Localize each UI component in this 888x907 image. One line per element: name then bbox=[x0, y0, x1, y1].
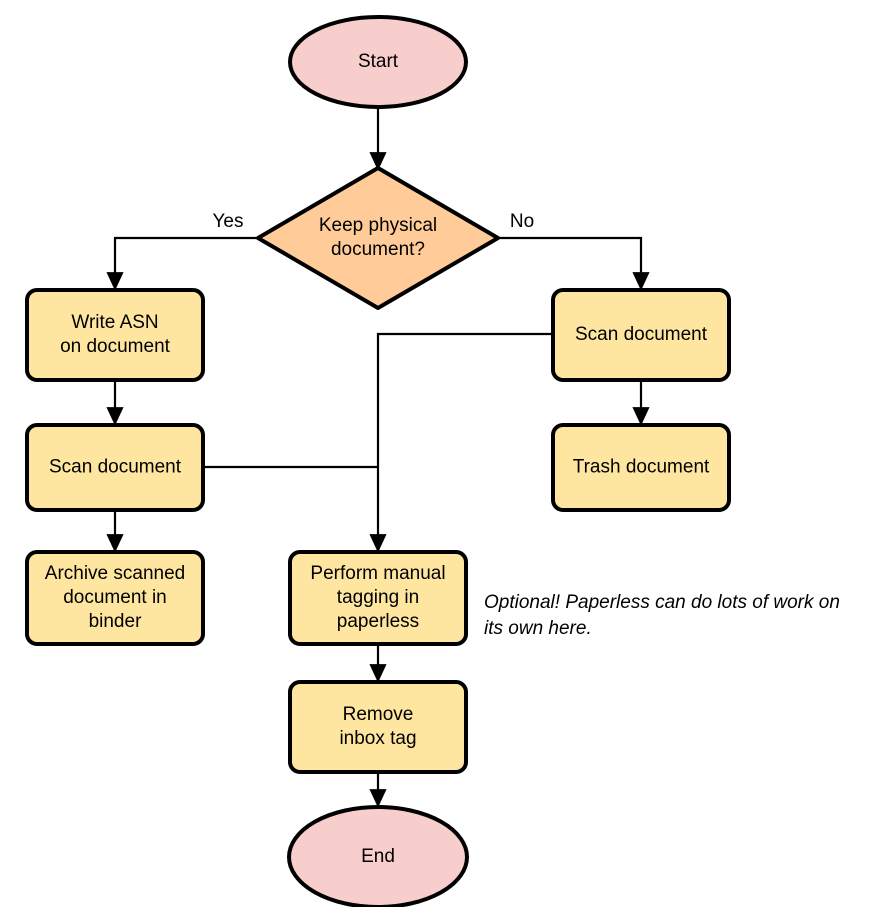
edge-decision-no-to-scan-right: No bbox=[498, 211, 650, 291]
node-write-asn[interactable]: Write ASN on document bbox=[25, 288, 205, 382]
node-label: Remove bbox=[343, 704, 414, 725]
edge-decision-yes-to-write-asn: Yes bbox=[106, 211, 258, 291]
edge-label-decision-no-to-scan-right: No bbox=[510, 211, 534, 232]
node-label: Write ASN bbox=[71, 312, 158, 333]
annotation-line: Optional! Paperless can do lots of work … bbox=[484, 592, 840, 613]
node-label: Keep physical bbox=[319, 215, 437, 236]
node-start[interactable]: Start bbox=[288, 15, 468, 109]
edge-path bbox=[498, 236, 650, 291]
process-shape bbox=[551, 288, 731, 382]
edge-path bbox=[106, 236, 258, 291]
node-label: Perform manual bbox=[310, 563, 445, 584]
node-trash-document[interactable]: Trash document bbox=[551, 423, 731, 512]
node-label: document in bbox=[63, 587, 167, 608]
process-shape bbox=[551, 423, 731, 512]
node-manual-tagging[interactable]: Perform manual tagging in paperless bbox=[288, 550, 468, 646]
node-label: paperless bbox=[337, 611, 419, 632]
terminator-shape bbox=[288, 15, 468, 109]
edge-label-decision-yes-to-write-asn: Yes bbox=[213, 211, 244, 232]
node-label: Archive scanned bbox=[45, 563, 185, 584]
node-scan-document-right[interactable]: Scan document bbox=[551, 288, 731, 382]
decision-shape bbox=[256, 166, 500, 310]
node-end[interactable]: End bbox=[287, 805, 469, 907]
edges-layer: Yes No bbox=[106, 107, 650, 808]
node-archive-binder[interactable]: Archive scanned document in binder bbox=[25, 550, 205, 646]
annotation-optional-note: Optional! Paperless can do lots of work … bbox=[484, 592, 840, 639]
process-shape bbox=[25, 288, 205, 382]
node-label: on document bbox=[60, 336, 171, 357]
node-label: document? bbox=[331, 239, 425, 260]
terminator-shape bbox=[287, 805, 469, 907]
node-label: Scan document bbox=[49, 457, 182, 478]
node-label: Start bbox=[358, 51, 399, 72]
process-shape bbox=[288, 680, 468, 774]
annotations-layer: Optional! Paperless can do lots of work … bbox=[484, 592, 840, 639]
node-scan-document-left[interactable]: Scan document bbox=[25, 423, 205, 512]
annotation-line: its own here. bbox=[484, 618, 592, 639]
process-shape bbox=[25, 550, 205, 646]
node-label: binder bbox=[89, 611, 142, 632]
node-label: Scan document bbox=[575, 324, 708, 345]
edge-path bbox=[369, 332, 553, 553]
process-shape bbox=[288, 550, 468, 646]
node-label: End bbox=[361, 846, 395, 867]
node-label: tagging in bbox=[337, 587, 419, 608]
node-label: inbox tag bbox=[339, 728, 416, 749]
node-keep-physical[interactable]: Keep physical document? bbox=[256, 166, 500, 310]
node-remove-inbox-tag[interactable]: Remove inbox tag bbox=[288, 680, 468, 774]
edge-scan-right-to-manual-tagging bbox=[369, 332, 553, 553]
process-shape bbox=[25, 423, 205, 512]
node-label: Trash document bbox=[573, 457, 710, 478]
